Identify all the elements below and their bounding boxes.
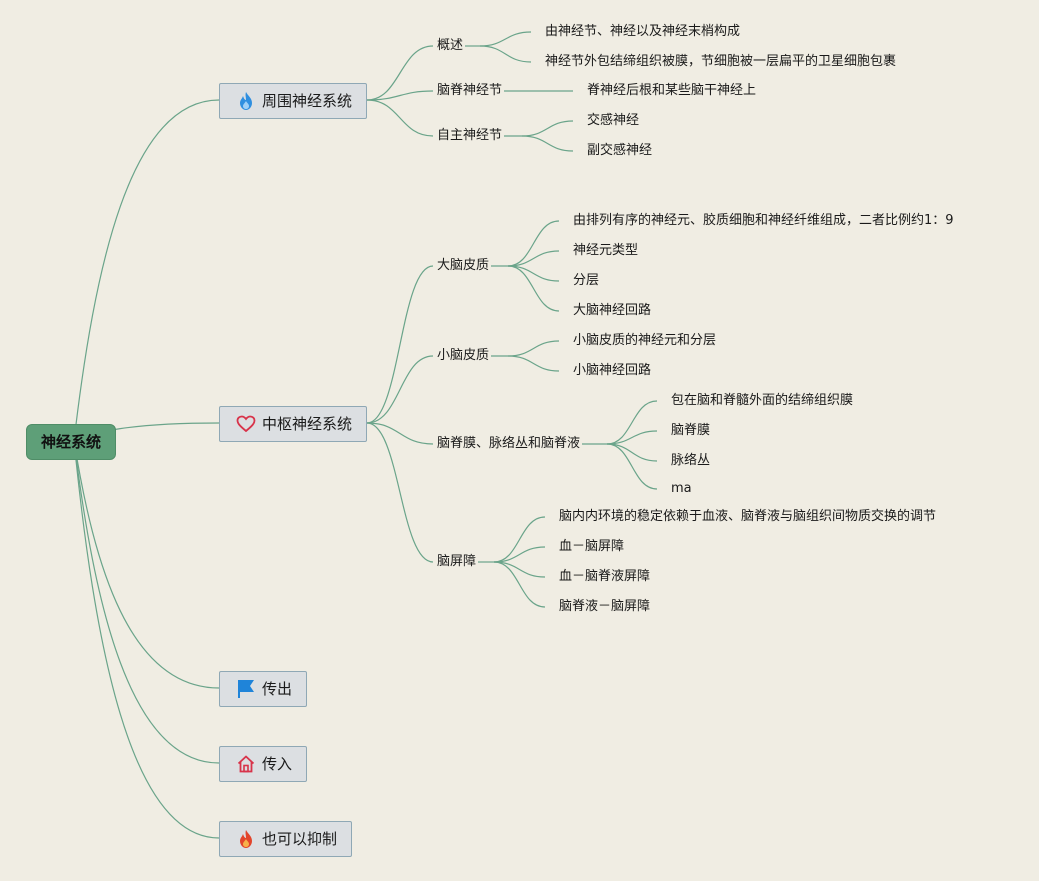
- branch-connector: [366, 90, 434, 101]
- main-topic[interactable]: 传出: [219, 671, 308, 707]
- leaf-topic[interactable]: 副交感神经: [587, 143, 653, 158]
- root-connector: [73, 99, 220, 442]
- leaf-topic[interactable]: 包在脑和脊髓外面的结缔组织膜: [671, 393, 854, 408]
- leaf-connector: [507, 355, 560, 372]
- subtopic[interactable]: 脑屏障: [437, 554, 477, 569]
- leaf-connector: [606, 400, 658, 445]
- leaf-connector: [493, 516, 546, 563]
- leaf-topic[interactable]: 神经元类型: [573, 243, 639, 258]
- root-topic[interactable]: 神经系统: [26, 424, 117, 460]
- flag-icon: [236, 679, 256, 699]
- leaf-connector: [606, 443, 658, 490]
- heart-icon: [236, 414, 256, 434]
- leaf-topic[interactable]: 脉络丛: [671, 453, 711, 468]
- main-topic-label: 传出: [262, 680, 293, 698]
- leaf-connector: [507, 265, 560, 312]
- leaf-connector: [507, 220, 560, 267]
- leaf-connector: [507, 250, 560, 267]
- leaf-connector: [606, 430, 658, 445]
- subtopic[interactable]: 概述: [437, 38, 464, 53]
- main-topic-label: 中枢神经系统: [262, 415, 353, 433]
- leaf-topic[interactable]: 脑脊液－脑屏障: [559, 599, 651, 614]
- branch-connector: [366, 355, 434, 424]
- root-connector: [73, 440, 220, 839]
- leaf-topic[interactable]: 分层: [573, 273, 600, 288]
- main-topic-label: 传入: [262, 755, 293, 773]
- leaf-connector: [493, 561, 546, 608]
- leaf-connector: [479, 31, 532, 47]
- branch-connector: [366, 422, 434, 563]
- main-topic-label: 也可以抑制: [262, 830, 338, 848]
- leaf-topic[interactable]: 神经节外包结缔组织被膜，节细胞被一层扁平的卫星细胞包裹: [545, 54, 897, 69]
- subtopic[interactable]: 小脑皮质: [437, 348, 490, 363]
- main-topic[interactable]: 周围神经系统: [219, 83, 368, 119]
- leaf-topic[interactable]: 由神经节、神经以及神经末梢构成: [545, 24, 741, 39]
- branch-connector: [366, 45, 434, 101]
- leaf-topic[interactable]: 由排列有序的神经元、胶质细胞和神经纤维组成，二者比例约1：9: [573, 213, 954, 228]
- leaf-connector: [606, 443, 658, 462]
- leaf-connector: [493, 561, 546, 578]
- leaf-connector: [521, 120, 574, 137]
- home-icon: [236, 754, 256, 774]
- leaf-topic[interactable]: 小脑神经回路: [573, 363, 652, 378]
- fire-blue-icon: [236, 91, 256, 111]
- leaf-topic[interactable]: 交感神经: [587, 113, 640, 128]
- leaf-connector: [493, 546, 546, 563]
- leaf-connector: [507, 340, 560, 357]
- branch-connector: [366, 422, 434, 445]
- subtopic[interactable]: 自主神经节: [437, 128, 503, 143]
- leaf-connector: [521, 135, 574, 152]
- leaf-topic[interactable]: 脑内内环境的稳定依赖于血液、脑脊液与脑组织间物质交换的调节: [559, 509, 937, 524]
- branch-connector: [366, 265, 434, 424]
- branch-connector: [366, 99, 434, 137]
- leaf-topic[interactable]: 血－脑脊液屏障: [559, 569, 651, 584]
- leaf-connector: [507, 265, 560, 282]
- leaf-topic[interactable]: 小脑皮质的神经元和分层: [573, 333, 717, 348]
- root-connector: [73, 440, 220, 764]
- root-connector: [73, 440, 220, 689]
- leaf-connector: [479, 45, 532, 63]
- subtopic[interactable]: 大脑皮质: [437, 258, 490, 273]
- main-topic[interactable]: 也可以抑制: [219, 821, 353, 857]
- leaf-topic[interactable]: 血－脑屏障: [559, 539, 625, 554]
- main-topic-label: 周围神经系统: [262, 92, 353, 110]
- subtopic[interactable]: 脑脊膜、脉络丛和脑脊液: [437, 436, 581, 451]
- leaf-topic[interactable]: 脊神经后根和某些脑干神经上: [587, 83, 757, 98]
- main-topic[interactable]: 中枢神经系统: [219, 406, 368, 442]
- leaf-topic[interactable]: 大脑神经回路: [573, 303, 652, 318]
- leaf-topic[interactable]: ma: [671, 481, 692, 496]
- subtopic[interactable]: 脑脊神经节: [437, 83, 503, 98]
- leaf-topic[interactable]: 脑脊膜: [671, 423, 711, 438]
- main-topic[interactable]: 传入: [219, 746, 308, 782]
- fire-red-icon: [236, 829, 256, 849]
